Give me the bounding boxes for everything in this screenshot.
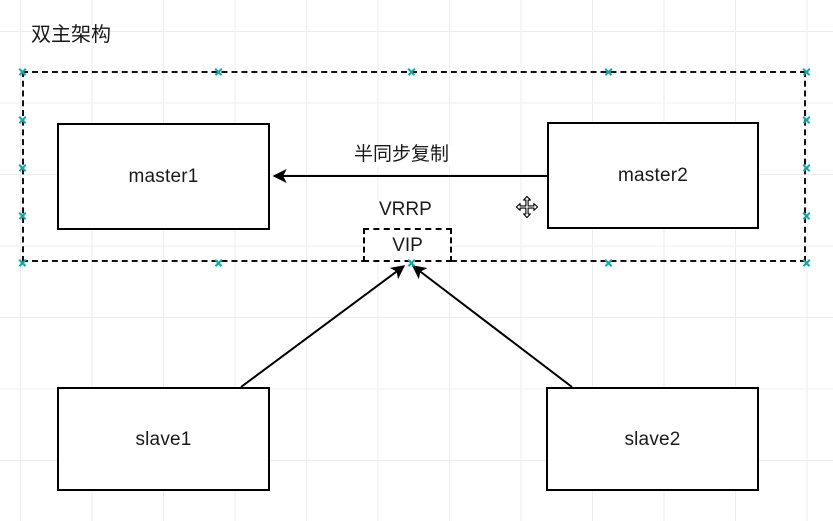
selection-handle-w2[interactable] (18, 163, 27, 172)
node-slave2-label: slave2 (624, 428, 681, 450)
node-master2-label: master2 (617, 165, 689, 186)
edge-slave2-to-vip (411, 265, 573, 388)
node-vip[interactable]: VIP (363, 228, 452, 262)
edge-slave1-to-vip (240, 265, 406, 388)
selection-handle-nw[interactable] (18, 67, 27, 76)
selection-handle-n2[interactable] (407, 67, 416, 76)
selection-handle-e1[interactable] (802, 115, 811, 124)
diagram-title[interactable]: 双主架构 (31, 24, 111, 46)
selection-handle-s2[interactable] (407, 258, 416, 267)
selection-handle-ne[interactable] (802, 67, 811, 76)
edge-label-vrrp[interactable]: VRRP (377, 199, 434, 221)
selection-handle-e2[interactable] (802, 163, 811, 172)
selection-handle-s3[interactable] (604, 258, 613, 267)
node-slave1-label: slave1 (135, 428, 192, 450)
node-slave1[interactable]: slave1 (57, 387, 270, 491)
edge-label-replication[interactable]: 半同步复制 (352, 144, 452, 166)
selection-handle-n3[interactable] (604, 67, 613, 76)
node-slave2[interactable]: slave2 (546, 387, 759, 491)
move-cursor-icon (515, 195, 539, 219)
selection-handle-w1[interactable] (18, 115, 27, 124)
selection-handle-n1[interactable] (214, 67, 223, 76)
node-master1[interactable]: master1 (57, 123, 270, 230)
selection-handle-e3[interactable] (802, 211, 811, 220)
node-vip-label: VIP (392, 234, 423, 256)
selection-handle-se[interactable] (802, 258, 811, 267)
node-master1-label: master1 (128, 166, 199, 187)
selection-handle-w3[interactable] (18, 211, 27, 220)
node-master2[interactable]: master2 (547, 122, 759, 229)
selection-handle-sw[interactable] (18, 258, 27, 267)
selection-handle-s1[interactable] (214, 258, 223, 267)
